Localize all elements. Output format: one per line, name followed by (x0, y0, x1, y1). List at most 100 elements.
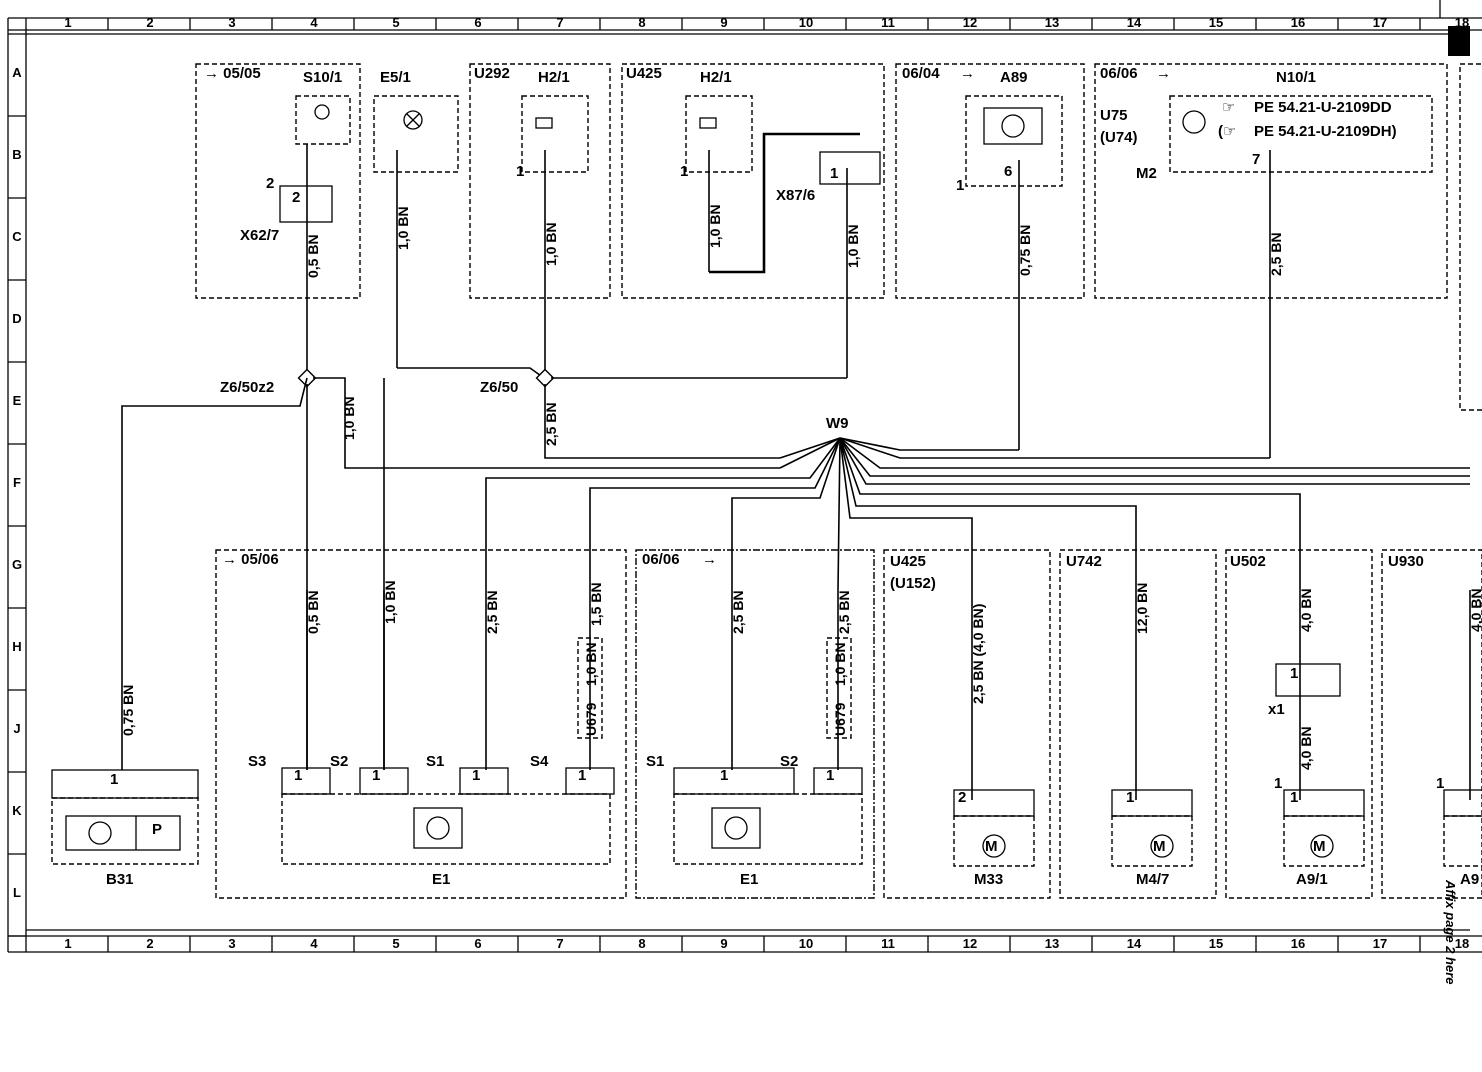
pin-number: 1 (1290, 665, 1298, 682)
wire-label: 2,5 BN (484, 590, 500, 634)
wire-label: 4,0 BN (1298, 726, 1314, 770)
pin-number: 1 (1126, 789, 1134, 806)
switch-icon (314, 104, 330, 120)
wire-label: 2,5 BN (730, 590, 746, 634)
switch-label: S3 (248, 753, 266, 770)
arrow-icon: → (702, 551, 717, 568)
col-label: 16 (1291, 936, 1305, 951)
component-label: E1 (740, 871, 758, 888)
col-label: 11 (881, 15, 895, 30)
module-b31: 0,75 BN 1 P B31 (51, 685, 199, 888)
splice-label: Z6/50z2 (220, 379, 274, 396)
col-label: 10 (799, 15, 813, 30)
pin-number: 1 (720, 767, 728, 784)
variant-code: U502 (1230, 553, 1266, 570)
col-label: 16 (1291, 15, 1305, 30)
col-label: 1 (64, 936, 71, 951)
component-label: H2/1 (700, 69, 732, 86)
col-label: 12 (963, 936, 977, 951)
splice-icon (535, 368, 555, 388)
pin-number: 6 (1004, 163, 1012, 180)
connector-label: x1 (1268, 701, 1285, 718)
col-label: 3 (228, 15, 235, 30)
motor-icon (1310, 834, 1334, 858)
reference-note: PE 54.21-U-2109DH) (1254, 123, 1397, 140)
col-label: 17 (1373, 936, 1387, 951)
pin-number: 2 (266, 175, 274, 192)
col-label: 12 (963, 15, 977, 30)
col-label: 1 (64, 15, 71, 30)
row-label: G (12, 557, 22, 572)
pin-number: 1 (472, 767, 480, 784)
variant-code: U292 (474, 65, 510, 82)
motor-glyph: M (1313, 838, 1326, 855)
col-label: 8 (638, 936, 645, 951)
component-label: N10/1 (1276, 69, 1316, 86)
variant-code: U930 (1388, 553, 1424, 570)
lamp-icon (403, 110, 423, 130)
col-label: 8 (638, 15, 645, 30)
pin-number: 1 (1436, 775, 1444, 792)
diagram-frame (7, 0, 1482, 953)
switch-label: S2 (780, 753, 798, 770)
col-label: 9 (720, 936, 727, 951)
column-labels-bottom: 1 2 3 4 5 6 7 8 9 10 11 12 13 14 15 16 1… (64, 936, 1469, 951)
component-label: S10/1 (303, 69, 342, 86)
transistor-icon (1001, 114, 1025, 138)
pin-number: 2 (958, 789, 966, 806)
hand-pointer-icon: ☞ (1222, 99, 1235, 116)
component-label: E1 (432, 871, 450, 888)
row-label: A (12, 65, 22, 80)
module-n10-1: 06/06 → N10/1 U75 (U74) ☞ PE 54.21-U-210… (1094, 63, 1448, 458)
col-label: 13 (1045, 936, 1059, 951)
pin-number: 7 (1252, 151, 1260, 168)
hand-pointer-icon: (☞ (1218, 123, 1236, 140)
module-m4-7: U742 12,0 BN 1 M M4/7 (1059, 549, 1217, 899)
wire-label: 0,75 BN (120, 685, 136, 736)
connector-label: X62/7 (240, 227, 279, 244)
partial-module (1459, 63, 1482, 411)
page-ref: → 05/06 (222, 551, 279, 568)
row-label: D (12, 311, 21, 326)
pin-number: 1 (826, 767, 834, 784)
wire-label: 1,0 BN (583, 642, 599, 686)
col-label: 13 (1045, 15, 1059, 30)
module-u292-h2-1: U292 H2/1 1 1,0 BN (469, 63, 611, 378)
row-label: H (12, 639, 21, 654)
row-label: E (13, 393, 22, 408)
col-label: 4 (310, 15, 318, 30)
variant-code: U425 (626, 65, 662, 82)
col-label: 17 (1373, 15, 1387, 30)
pin-number: 1 (516, 163, 524, 180)
component-label: M4/7 (1136, 871, 1169, 888)
wire-label: 1,5 BN (588, 582, 604, 626)
p-label: P (152, 821, 162, 838)
col-label: 14 (1127, 936, 1142, 951)
wire-label: 2,5 BN (1268, 232, 1284, 276)
pin-number: 2 (292, 189, 300, 206)
module-m33: U425 (U152) 2,5 BN (4,0 BN) 2 M M33 (883, 549, 1051, 899)
col-label: 5 (392, 936, 399, 951)
component-label: E5/1 (380, 69, 411, 86)
row-label: K (12, 803, 22, 818)
variant-code: (U152) (890, 575, 936, 592)
col-label: 11 (881, 936, 895, 951)
connector-label: X87/6 (776, 187, 815, 204)
motor-icon (982, 834, 1006, 858)
pin-number: 1 (294, 767, 302, 784)
module-u930: U930 4,0 BN 1 A9 (1381, 549, 1482, 899)
motor-glyph: M (1153, 838, 1166, 855)
col-label: 4 (310, 936, 318, 951)
component-label: A89 (1000, 69, 1028, 86)
wire-label: 2,5 BN (836, 590, 852, 634)
row-label: L (13, 885, 21, 900)
wire-label: 2,5 BN (543, 402, 559, 446)
module-e1-left: → 05/06 0,5 BN 1,0 BN 2,5 BN 1,5 BN U679… (215, 549, 627, 899)
pin-number: 1 (1290, 789, 1298, 806)
wire-label: 1,0 BN (382, 580, 398, 624)
col-label: 5 (392, 15, 399, 30)
col-label: 10 (799, 936, 813, 951)
arrow-icon: → (960, 65, 975, 82)
transistor-icon (1182, 110, 1206, 134)
